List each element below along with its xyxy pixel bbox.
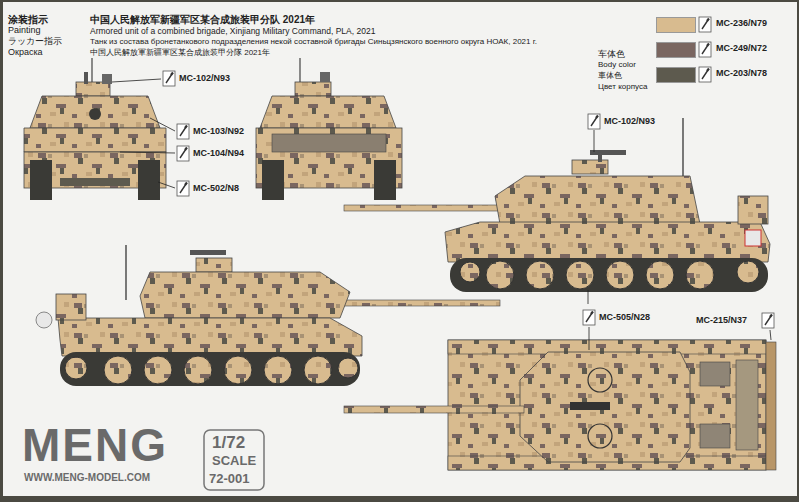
callout-label: MC-215/N37	[696, 316, 747, 326]
rear-view	[256, 58, 402, 200]
right-side-view	[344, 118, 770, 292]
legend-swatch	[656, 67, 696, 83]
brand-text: MENG	[22, 420, 168, 471]
callout-label: MC-505/N28	[599, 313, 650, 323]
header-text: ラッカー指示	[8, 37, 62, 47]
brush-icons	[163, 17, 774, 328]
brand-text: WWW.MENG-MODEL.COM	[24, 472, 150, 483]
legend-text: MC-236/N79	[716, 19, 767, 29]
left-side-view	[36, 245, 500, 386]
leader-lines	[112, 79, 771, 350]
header-text: Цвет корпуса	[598, 83, 647, 92]
legend-text: MC-203/N78	[716, 69, 767, 79]
callout-label: MC-502/N8	[193, 184, 239, 194]
header-text: 车体色	[598, 50, 625, 60]
header-text: Танк из состава бронетанкового подраздел…	[90, 38, 537, 47]
brand-text: 1/72	[212, 434, 245, 453]
front-view	[24, 58, 166, 200]
callout-label: MC-102/N93	[604, 117, 655, 127]
header-text: 中国人民解放軍新疆軍区某合成旅装甲分隊 2021年	[90, 49, 270, 58]
callout-label: MC-104/N94	[193, 149, 244, 159]
header-text: Окраска	[8, 48, 43, 58]
header-text: Body color	[598, 61, 636, 70]
scale-badge	[204, 430, 264, 490]
legend-swatch	[656, 17, 696, 33]
header-text: Armored unit of a combined brigade, Xinj…	[90, 27, 375, 36]
callout-label: MC-102/N93	[179, 74, 230, 84]
header-text: 涂装指示	[8, 14, 48, 25]
callout-label: MC-103/N92	[193, 127, 244, 137]
header-text: Painting	[8, 26, 41, 36]
brand-text: SCALE	[212, 454, 256, 468]
header-text: 車体色	[598, 72, 622, 81]
brand-text: 72-001	[209, 472, 249, 486]
header-text: 中国人民解放军新疆军区某合成旅装甲分队 2021年	[90, 14, 315, 25]
legend-swatch	[656, 42, 696, 58]
top-view	[344, 340, 776, 470]
legend-text: MC-249/N72	[716, 44, 767, 54]
